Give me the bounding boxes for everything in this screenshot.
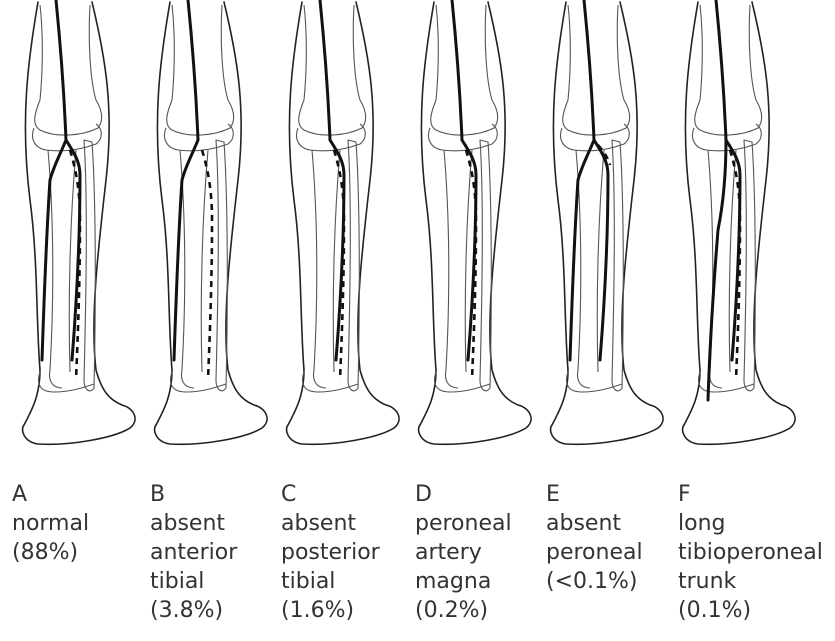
fibula-bone xyxy=(744,140,755,391)
leg-drawing xyxy=(406,0,546,470)
caption-line: anterior xyxy=(150,538,288,567)
popliteal-artery xyxy=(716,0,726,140)
caption-d: D peroneal artery magna (0.2%) xyxy=(415,480,553,625)
caption-a: A normal (88%) xyxy=(12,480,150,567)
caption-line: trunk xyxy=(678,567,816,596)
leg-illustration-b xyxy=(142,0,282,470)
popliteal-artery xyxy=(584,0,594,140)
leg-drawing xyxy=(538,0,678,470)
ankle-line xyxy=(303,372,358,392)
peroneal-artery-stub xyxy=(598,145,610,165)
leg-outline-left xyxy=(552,2,568,425)
tibia-shaft-lateral xyxy=(201,150,208,372)
caption-line: normal xyxy=(12,509,150,538)
femur-bone xyxy=(563,5,630,135)
femur-bone xyxy=(695,5,762,135)
caption-line: tibioperoneal xyxy=(678,538,816,567)
fibula-bone xyxy=(216,140,227,391)
peroneal-artery xyxy=(334,150,344,380)
leg-drawing xyxy=(670,0,810,470)
caption-line: (3.8%) xyxy=(150,596,288,625)
fibula-bone xyxy=(480,140,491,391)
posterior-tibial-artery xyxy=(570,140,594,360)
caption-line: absent xyxy=(281,509,419,538)
caption-line: long xyxy=(678,509,816,538)
caption-line: (1.6%) xyxy=(281,596,419,625)
tibia-shaft-medial xyxy=(312,150,326,388)
caption-line: (88%) xyxy=(12,538,150,567)
caption-line: tibial xyxy=(281,567,419,596)
caption-line: (0.1%) xyxy=(678,596,816,625)
ankle-line xyxy=(171,372,226,392)
caption-line: posterior xyxy=(281,538,419,567)
caption-b: B absent anterior tibial (3.8%) xyxy=(150,480,288,625)
leg-outline-left xyxy=(684,2,700,425)
caption-letter: B xyxy=(150,480,288,509)
femur-bone xyxy=(167,5,234,135)
leg-illustration-a xyxy=(10,0,150,470)
leg-illustration-d xyxy=(406,0,546,470)
fibula-bone xyxy=(612,140,623,391)
popliteal-artery xyxy=(320,0,330,140)
leg-outline-left xyxy=(156,2,172,425)
leg-illustration-f xyxy=(670,0,810,470)
caption-line: (0.2%) xyxy=(415,596,553,625)
leg-illustration-e xyxy=(538,0,678,470)
femur-bone xyxy=(431,5,498,135)
peroneal-artery xyxy=(70,150,80,380)
leg-outline-left xyxy=(288,2,304,425)
caption-letter: D xyxy=(415,480,553,509)
caption-letter: A xyxy=(12,480,150,509)
posterior-tibial-artery xyxy=(174,140,198,360)
popliteal-artery xyxy=(56,0,66,140)
caption-letter: C xyxy=(281,480,419,509)
tibia-shaft-medial xyxy=(444,150,458,388)
leg-outline-left xyxy=(420,2,436,425)
caption-line: peroneal xyxy=(415,509,553,538)
leg-drawing xyxy=(10,0,150,470)
fibula-bone xyxy=(348,140,359,391)
peroneal-artery xyxy=(730,150,740,380)
posterior-tibial-artery xyxy=(42,140,66,360)
caption-e: E absent peroneal (<0.1%) xyxy=(546,480,684,596)
fibula-bone xyxy=(84,140,95,391)
femur-bone xyxy=(299,5,366,135)
caption-letter: F xyxy=(678,480,816,509)
ankle-line xyxy=(435,372,490,392)
caption-line: peroneal xyxy=(546,538,684,567)
popliteal-artery xyxy=(452,0,462,140)
leg-illustration-c xyxy=(274,0,414,470)
leg-outline-left xyxy=(24,2,40,425)
femur-bone xyxy=(35,5,102,135)
caption-line: (<0.1%) xyxy=(546,567,684,596)
anterior-tibial-artery xyxy=(594,140,608,360)
caption-line: tibial xyxy=(150,567,288,596)
ankle-line xyxy=(567,372,622,392)
caption-f: F long tibioperoneal trunk (0.1%) xyxy=(678,480,816,625)
caption-line: artery xyxy=(415,538,553,567)
caption-line: magna xyxy=(415,567,553,596)
caption-line: absent xyxy=(150,509,288,538)
peroneal-artery xyxy=(202,150,212,380)
leg-drawing xyxy=(142,0,282,470)
popliteal-artery xyxy=(188,0,198,140)
ankle-line xyxy=(39,372,94,392)
peroneal-artery xyxy=(466,150,476,380)
leg-drawing xyxy=(274,0,414,470)
caption-letter: E xyxy=(546,480,684,509)
ankle-line xyxy=(699,372,754,392)
caption-line: absent xyxy=(546,509,684,538)
caption-c: C absent posterior tibial (1.6%) xyxy=(281,480,419,625)
